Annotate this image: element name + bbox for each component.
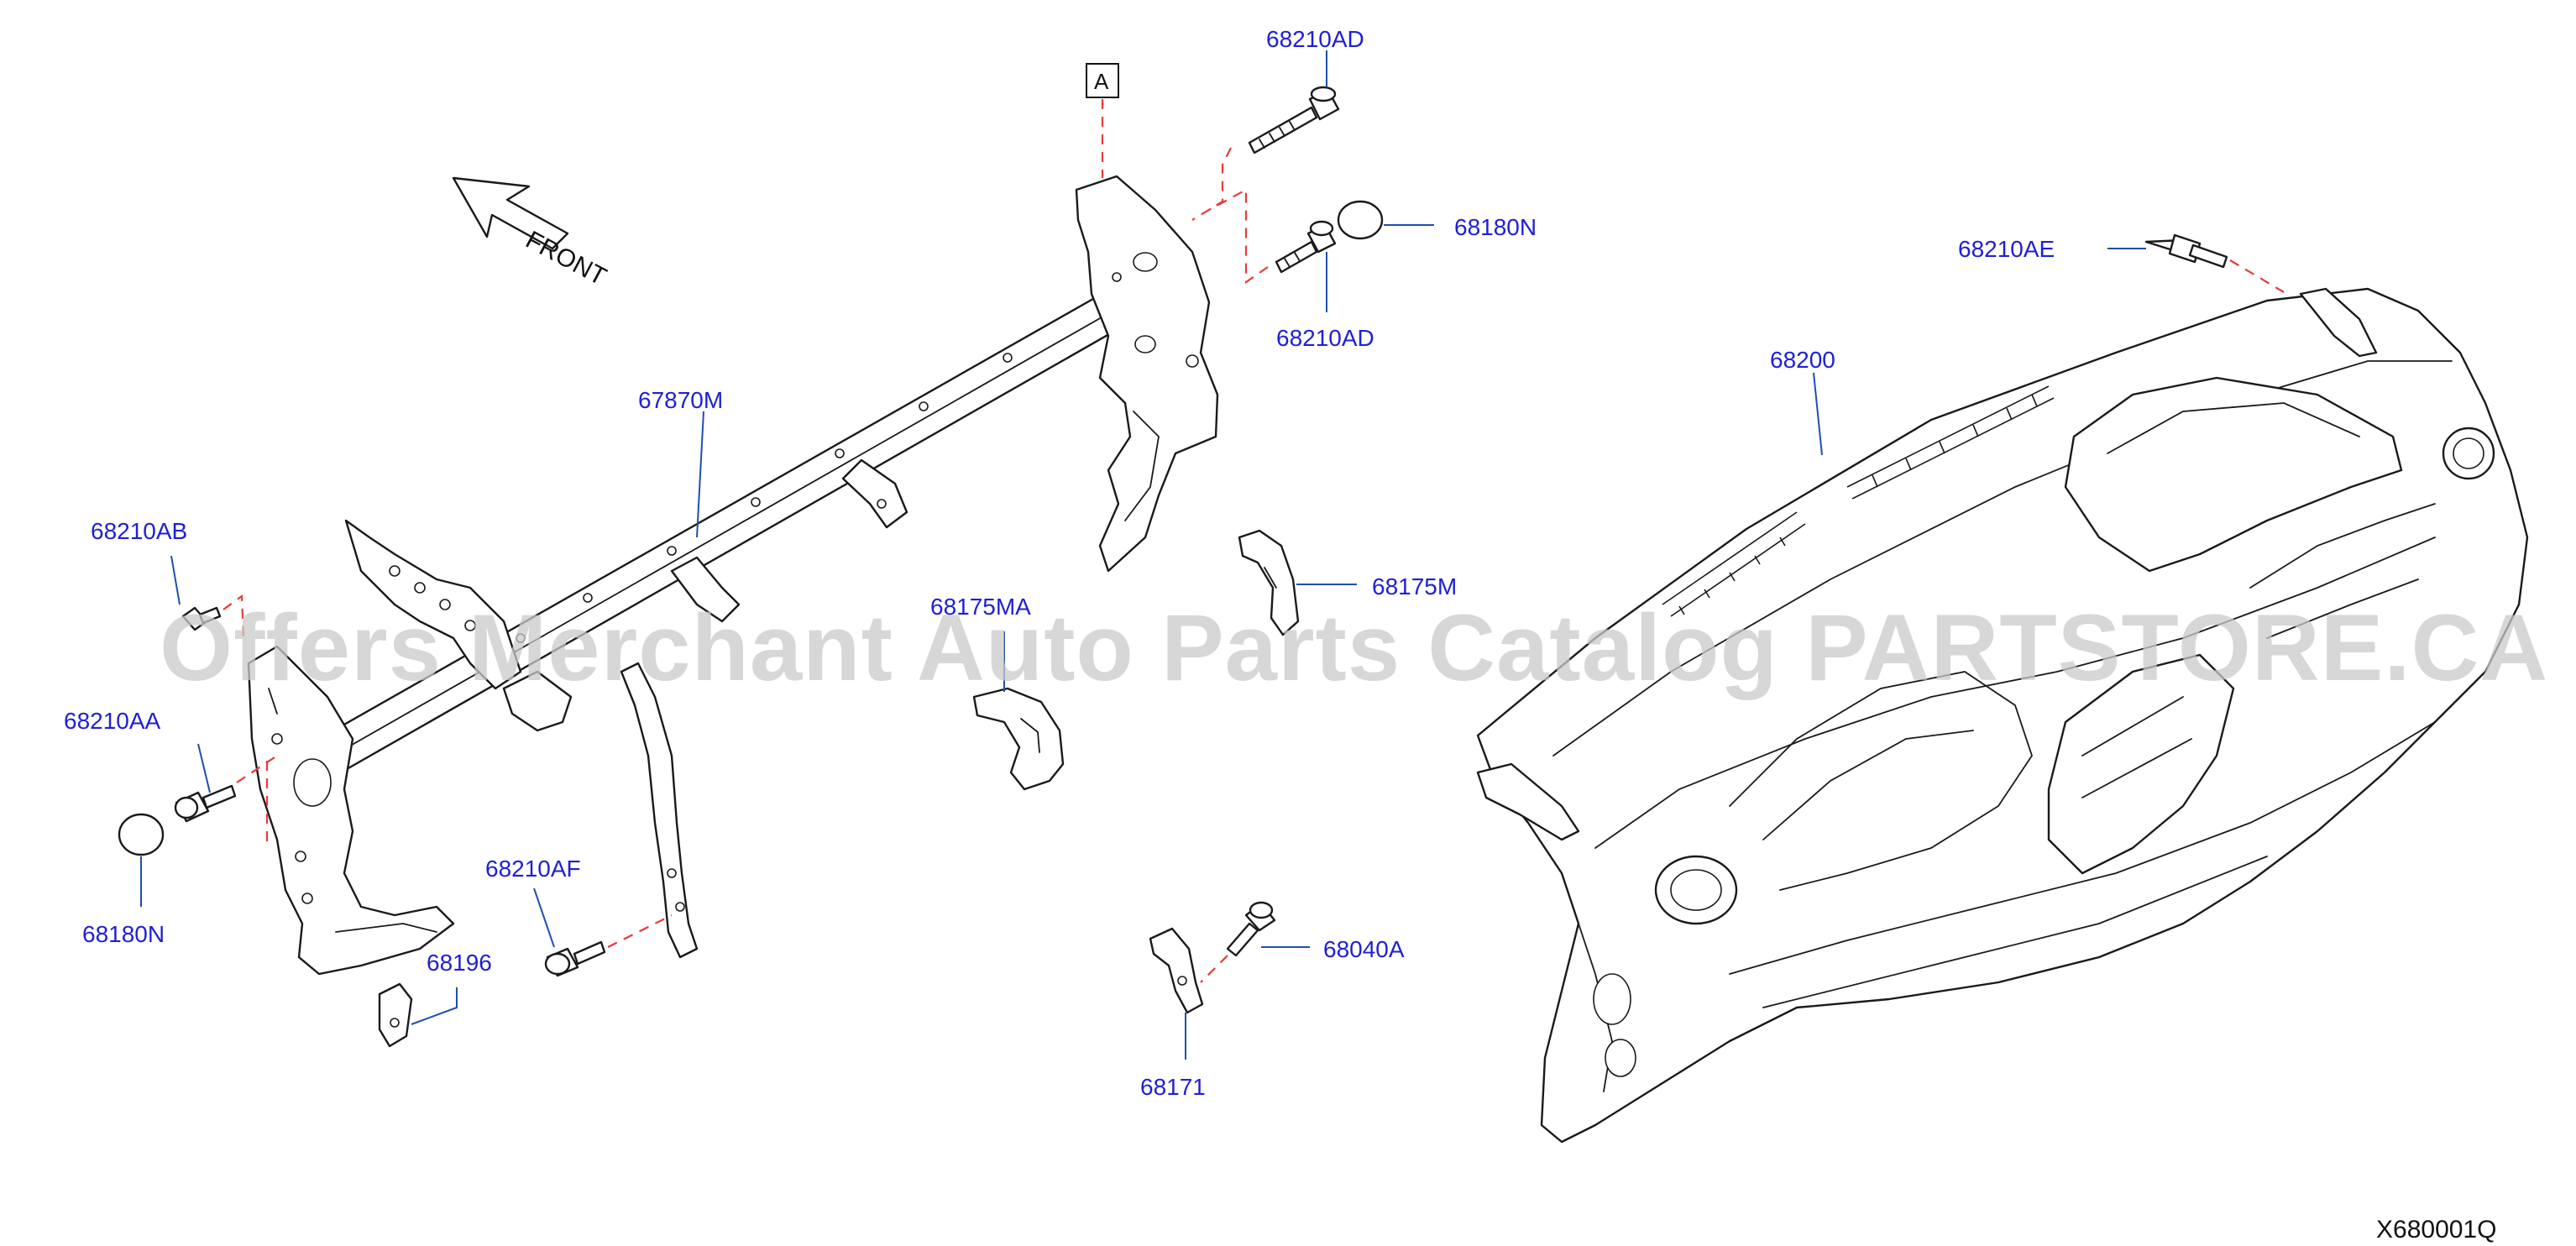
- figure-code: X680001Q: [2376, 1216, 2496, 1243]
- bolt-68210af-icon: [544, 940, 606, 977]
- defroster-vent: [1662, 385, 2055, 617]
- instrument-panel-assembly: [1476, 287, 2529, 1144]
- callout-68180n-left[interactable]: 68180N: [82, 921, 165, 947]
- bolt-68040a-icon: [1226, 901, 1276, 957]
- bolt-68210ad-mid-icon: [1275, 220, 1337, 274]
- bolt-68210ab-icon: [181, 606, 222, 631]
- dashed-guide-af: [607, 914, 673, 948]
- reference-marker: A: [1086, 63, 1119, 98]
- callout-68040a[interactable]: 68040A: [1323, 936, 1405, 962]
- dashed-guide-ae: [2229, 259, 2285, 293]
- bolt-68210aa-icon: [174, 784, 237, 823]
- callout-68210ab[interactable]: 68210AB: [91, 518, 187, 544]
- callout-68210af[interactable]: 68210AF: [485, 856, 581, 882]
- grommet-68180n-left-icon: [118, 813, 165, 856]
- watermark-text: Offers Merchant Auto Parts Catalog PARTS…: [160, 595, 2548, 700]
- bracket-68175m-icon: [1238, 529, 1300, 636]
- bracket-68171-icon: [1149, 927, 1204, 1014]
- bracket-68196-icon: [378, 982, 413, 1048]
- bolt-68210ae-icon: [2144, 233, 2228, 269]
- callout-68210ad-mid[interactable]: 68210AD: [1276, 325, 1374, 351]
- callout-68210ae[interactable]: 68210AE: [1958, 236, 2055, 262]
- callout-68196[interactable]: 68196: [427, 950, 492, 976]
- grommet-68180n-right-icon: [1337, 200, 1384, 240]
- dashed-guide-aa: [236, 755, 278, 783]
- callout-68200[interactable]: 68200: [1770, 347, 1835, 373]
- steering-member-assembly: [247, 175, 1219, 976]
- bracket-68175ma-icon: [972, 687, 1065, 791]
- callout-68175ma[interactable]: 68175MA: [930, 594, 1031, 620]
- bolt-68210ad-top-icon: [1248, 86, 1340, 154]
- callout-68175m[interactable]: 68175M: [1372, 573, 1457, 599]
- callout-68210ad-top[interactable]: 68210AD: [1266, 26, 1364, 52]
- dashed-guide-bolt-mid: [1208, 188, 1269, 285]
- dashed-guide-68040a: [1200, 955, 1228, 983]
- callout-68210aa[interactable]: 68210AA: [64, 708, 161, 734]
- callout-67870m[interactable]: 67870M: [638, 387, 723, 413]
- svg-text:A: A: [1094, 69, 1109, 94]
- callout-68171[interactable]: 68171: [1140, 1074, 1206, 1100]
- callout-68180n-right[interactable]: 68180N: [1454, 214, 1537, 240]
- dashed-guide-bolt-top: [1191, 147, 1232, 221]
- front-arrow-icon: [452, 176, 569, 250]
- dashed-guide-ab: [223, 594, 245, 639]
